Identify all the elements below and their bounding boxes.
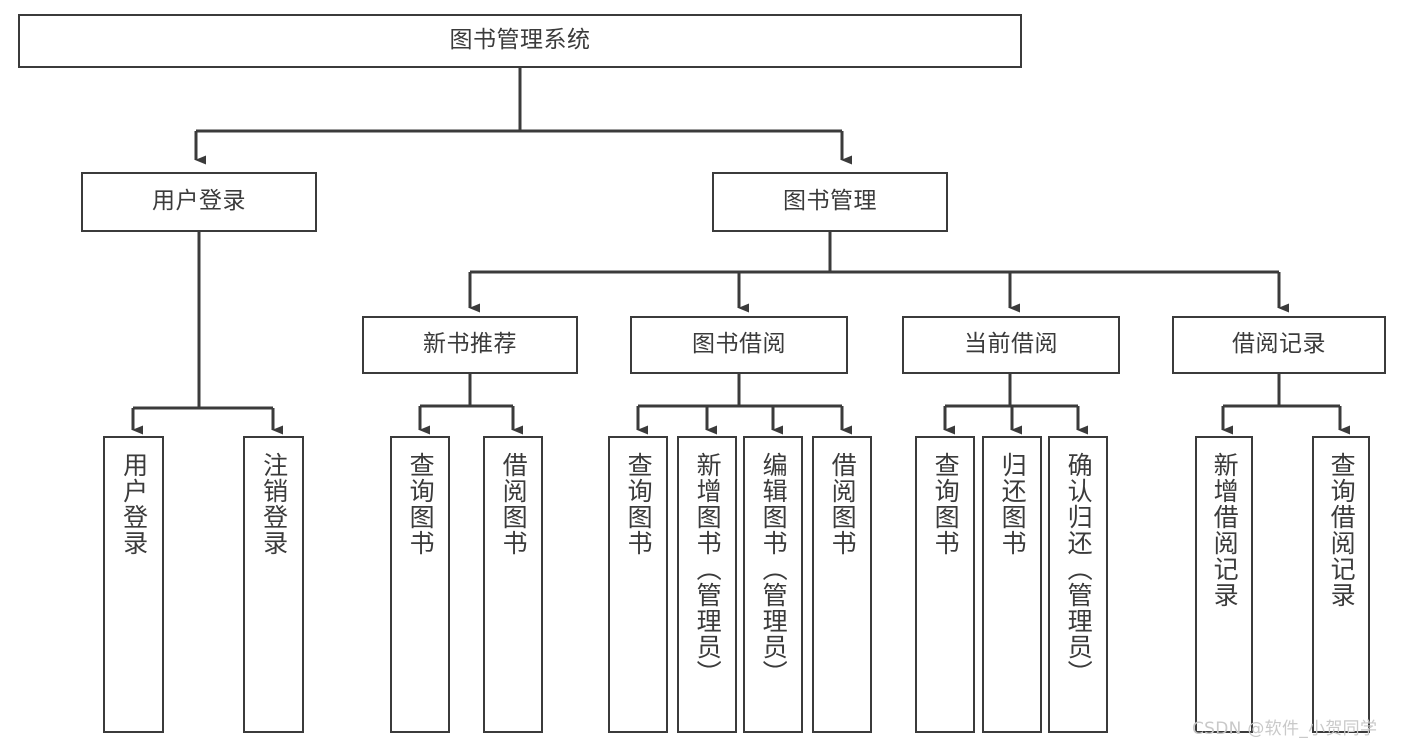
node-label: 借阅记录 xyxy=(1232,331,1326,358)
leaf-current-return-book[interactable]: 归还图书 xyxy=(982,436,1042,733)
leaf-record-query-borrow-record[interactable]: 查询借阅记录 xyxy=(1312,436,1370,733)
node-label: 借阅图书 xyxy=(499,452,529,556)
node-label: 图书管理系统 xyxy=(449,27,591,54)
leaf-logout-login[interactable]: 注销登录 xyxy=(243,436,304,733)
node-label: 编辑图书（管理员） xyxy=(759,452,789,686)
leaf-record-add-borrow-record[interactable]: 新增借阅记录 xyxy=(1195,436,1253,733)
node-book-management[interactable]: 图书管理 xyxy=(712,172,948,232)
leaf-borrow-borrow-book[interactable]: 借阅图书 xyxy=(812,436,872,733)
node-user-login[interactable]: 用户登录 xyxy=(81,172,317,232)
node-label: 图书借阅 xyxy=(692,331,786,358)
node-label: 借阅图书 xyxy=(828,452,858,556)
node-label: 查询图书 xyxy=(624,452,654,556)
node-borrow-record[interactable]: 借阅记录 xyxy=(1172,316,1386,374)
node-label: 用户登录 xyxy=(119,452,149,556)
node-label: 当前借阅 xyxy=(964,331,1058,358)
node-label: 查询图书 xyxy=(406,452,436,556)
node-label: 查询图书 xyxy=(931,452,961,556)
leaf-user-login[interactable]: 用户登录 xyxy=(103,436,164,733)
node-label: 新书推荐 xyxy=(423,331,517,358)
leaf-borrow-query-book[interactable]: 查询图书 xyxy=(608,436,668,733)
node-label: 用户登录 xyxy=(152,188,246,215)
node-label: 新增借阅记录 xyxy=(1210,452,1240,608)
leaf-current-query-book[interactable]: 查询图书 xyxy=(915,436,975,733)
node-current-borrow[interactable]: 当前借阅 xyxy=(902,316,1120,374)
watermark-text: CSDN @软件_小贺同学 xyxy=(1192,719,1378,739)
node-label: 注销登录 xyxy=(259,452,289,556)
node-book-borrow[interactable]: 图书借阅 xyxy=(630,316,848,374)
node-root-book-management-system[interactable]: 图书管理系统 xyxy=(18,14,1022,68)
leaf-recommend-borrow-book[interactable]: 借阅图书 xyxy=(483,436,543,733)
leaf-borrow-add-book-admin[interactable]: 新增图书（管理员） xyxy=(677,436,737,733)
node-label: 图书管理 xyxy=(783,188,877,215)
node-new-book-recommend[interactable]: 新书推荐 xyxy=(362,316,578,374)
node-label: 归还图书 xyxy=(998,452,1028,556)
leaf-recommend-query-book[interactable]: 查询图书 xyxy=(390,436,450,733)
node-label: 确认归还（管理员） xyxy=(1064,452,1094,686)
node-label: 查询借阅记录 xyxy=(1327,452,1357,608)
leaf-current-confirm-return-admin[interactable]: 确认归还（管理员） xyxy=(1048,436,1108,733)
leaf-borrow-edit-book-admin[interactable]: 编辑图书（管理员） xyxy=(743,436,803,733)
node-label: 新增图书（管理员） xyxy=(693,452,723,686)
